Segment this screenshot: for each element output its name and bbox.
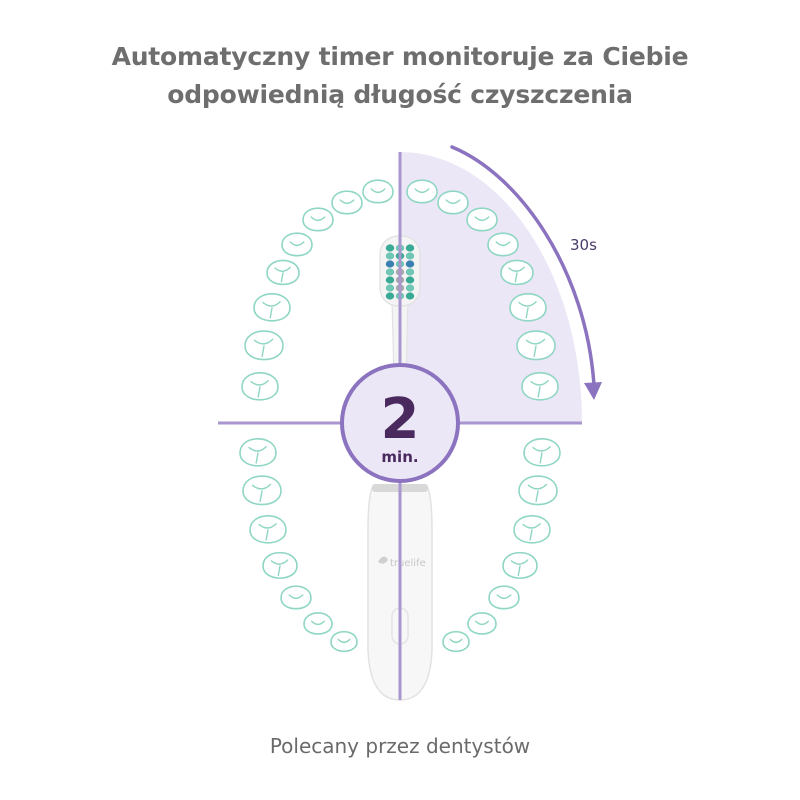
tooth xyxy=(241,372,279,401)
bristle xyxy=(385,276,395,284)
bristle xyxy=(385,244,395,252)
tooth xyxy=(266,259,300,286)
tooth xyxy=(239,438,277,467)
brand-leaf-icon xyxy=(378,556,388,564)
brand-logo: truelife xyxy=(390,558,426,569)
tooth xyxy=(437,190,469,215)
bristle xyxy=(385,252,395,260)
tooth xyxy=(242,475,282,506)
tooth xyxy=(330,630,358,653)
bristle xyxy=(385,292,395,300)
tooth xyxy=(262,551,298,579)
timer-unit: min. xyxy=(381,448,418,466)
tooth xyxy=(487,232,519,257)
tooth xyxy=(281,232,313,257)
tooth xyxy=(280,585,312,610)
quadrant-label: 30s xyxy=(570,236,597,254)
timer-value: 2 xyxy=(381,387,420,452)
bristle xyxy=(405,244,415,252)
tooth xyxy=(244,330,284,361)
tooth xyxy=(406,179,438,204)
teeth-arch xyxy=(239,179,561,653)
tooth xyxy=(331,190,363,215)
tooth xyxy=(488,585,520,610)
bristle xyxy=(385,260,395,268)
bristle xyxy=(385,284,395,292)
tooth xyxy=(249,515,287,544)
tooth xyxy=(442,630,470,653)
tooth xyxy=(467,612,497,635)
timer-badge: 2 min. xyxy=(340,363,460,483)
timer-arrow-head xyxy=(584,382,602,400)
tooth xyxy=(516,330,556,361)
bristle xyxy=(405,276,415,284)
tooth xyxy=(518,475,558,506)
bristle xyxy=(405,292,415,300)
footer-caption: Polecany przez dentystów xyxy=(269,734,531,758)
headline-line-2: odpowiednią długość czyszczenia xyxy=(167,80,633,109)
tooth xyxy=(303,612,333,635)
headline-line-1: Automatyczny timer monitoruje za Ciebie xyxy=(111,42,689,71)
tooth xyxy=(502,551,538,579)
bristle xyxy=(405,268,415,276)
tooth xyxy=(523,438,561,467)
headline: Automatyczny timer monitoruje za Ciebie … xyxy=(0,38,800,114)
bristle xyxy=(405,260,415,268)
tooth xyxy=(302,207,334,232)
tooth xyxy=(509,293,547,322)
tooth xyxy=(466,207,498,232)
timer-arrow xyxy=(450,145,596,387)
tooth xyxy=(253,293,291,322)
bristle xyxy=(385,268,395,276)
tooth xyxy=(513,515,551,544)
tooth xyxy=(500,259,534,286)
bristle xyxy=(405,252,415,260)
bristle xyxy=(405,284,415,292)
tooth xyxy=(362,179,394,204)
tooth xyxy=(521,372,559,401)
